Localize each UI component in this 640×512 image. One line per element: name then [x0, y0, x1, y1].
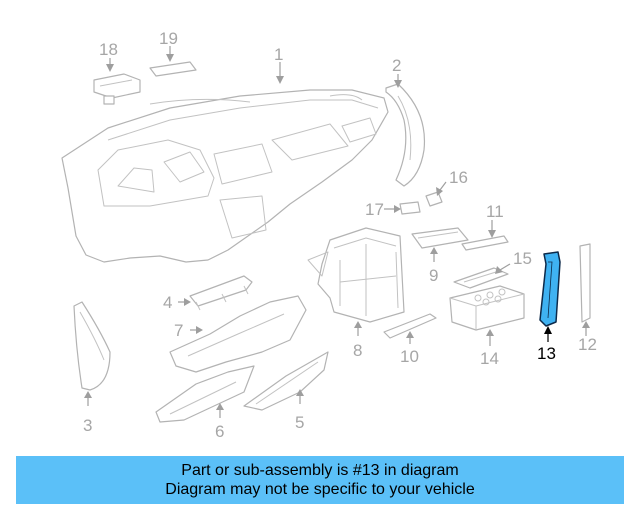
callout-16: 16	[449, 168, 468, 187]
notice-line-1: Part or sub-assembly is #13 in diagram	[181, 462, 459, 479]
part-3-end-cap	[73, 301, 111, 391]
part-10-long-bracket	[383, 313, 437, 339]
callout-17: 17	[365, 200, 384, 219]
callout-13: 13	[537, 344, 556, 363]
notice-line-2: Diagram may not be specific to your vehi…	[165, 481, 475, 498]
part-16-clip	[425, 191, 443, 207]
part-8-bracket	[307, 227, 405, 323]
part-14-storage-bin	[449, 285, 525, 331]
part-1-instrument-panel	[61, 89, 389, 263]
part-4-bracket	[189, 275, 253, 311]
callout-4: 4	[163, 293, 172, 312]
callout-9: 9	[429, 266, 438, 285]
callout-3: 3	[83, 416, 92, 435]
callout-19: 19	[159, 29, 178, 48]
callout-2: 2	[392, 56, 401, 75]
callout-6: 6	[215, 422, 224, 441]
part-18-vent	[93, 73, 141, 105]
part-9-tray	[411, 227, 469, 249]
callout-7: 7	[174, 321, 183, 340]
callout-18: 18	[99, 40, 118, 59]
callout-8: 8	[353, 341, 362, 360]
part-17-clip	[399, 201, 421, 215]
callout-15: 15	[513, 249, 532, 268]
callout-5: 5	[295, 413, 304, 432]
callout-10: 10	[400, 347, 419, 366]
part-5-side-panel	[243, 351, 329, 411]
part-13-trim-strip	[539, 251, 561, 327]
callout-11: 11	[486, 202, 504, 221]
part-19-pad	[149, 61, 197, 77]
parts-diagram: 1 2 18 19 16 17 9 1	[61, 29, 597, 441]
part-2-end-cover	[385, 83, 426, 187]
part-7-lower-cover	[169, 295, 307, 373]
callout-14: 14	[480, 349, 499, 368]
part-11-strip	[461, 235, 509, 251]
part-6-knee-panel	[155, 365, 255, 423]
fitment-notice-banner: Part or sub-assembly is #13 in diagram D…	[16, 456, 624, 504]
part-12-trim	[579, 243, 591, 323]
callout-1: 1	[274, 45, 283, 64]
callout-12: 12	[578, 335, 597, 354]
part-15-mat	[453, 267, 509, 289]
